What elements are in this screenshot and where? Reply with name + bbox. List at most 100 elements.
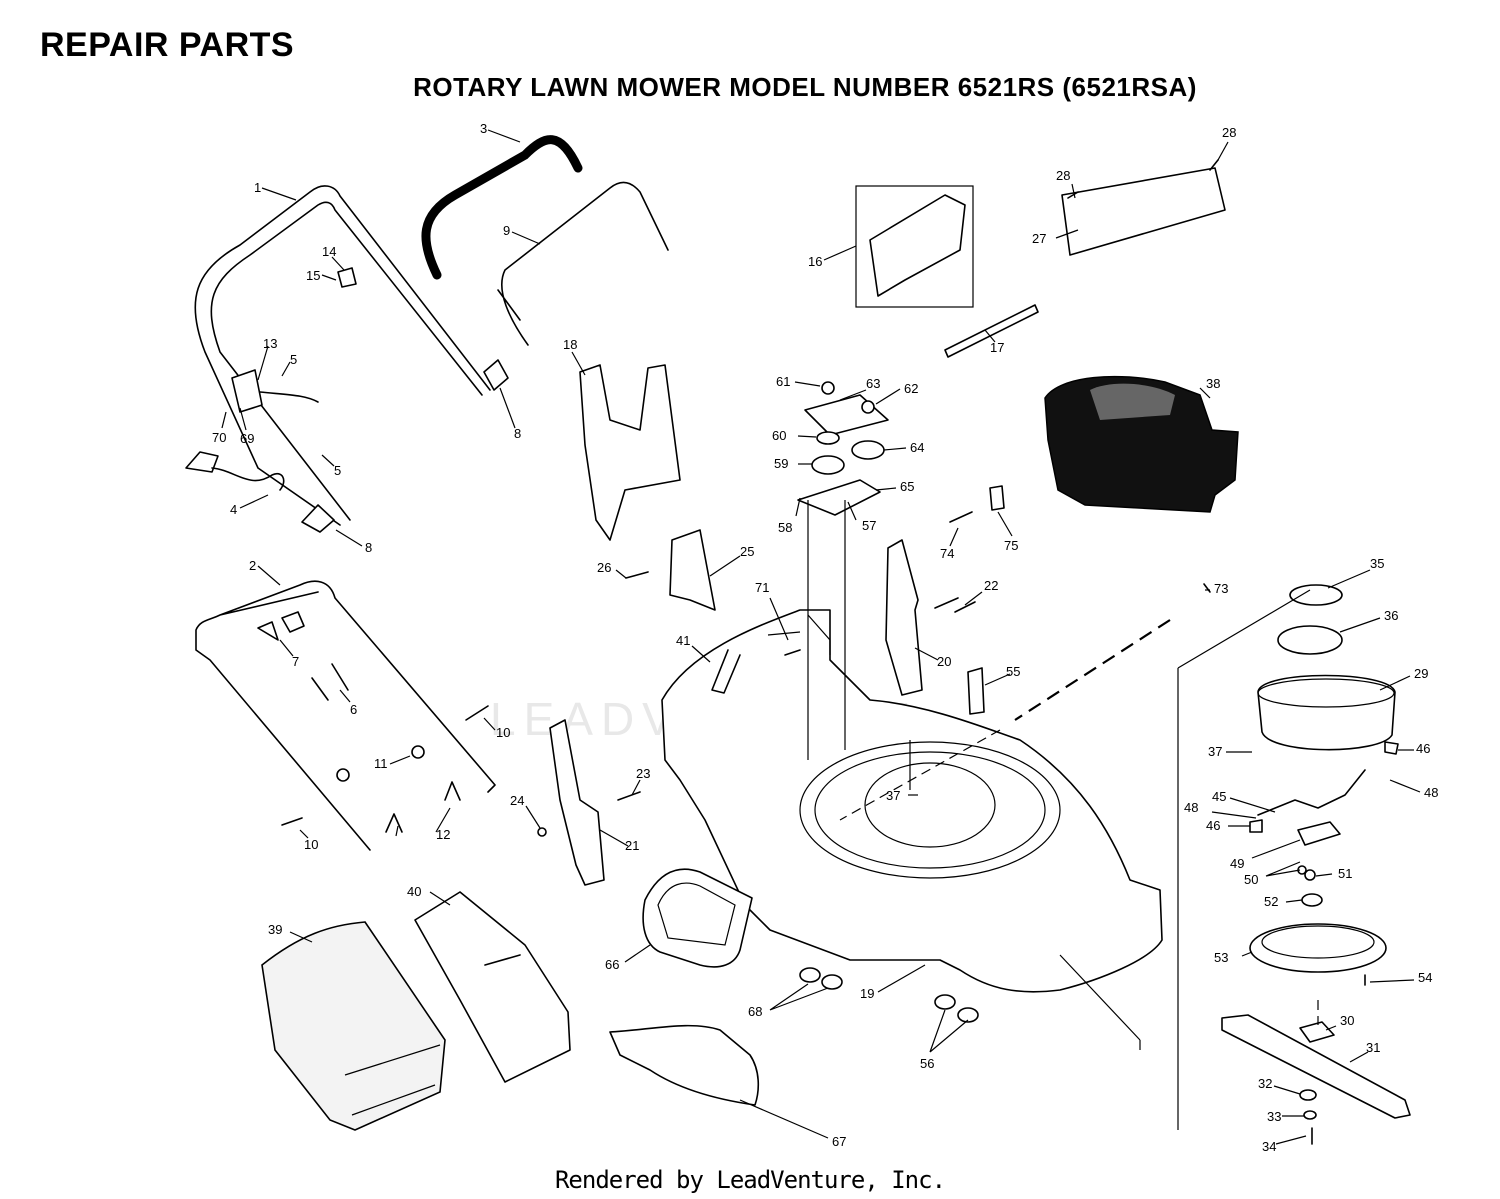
part-starter-handle[interactable] bbox=[185, 451, 219, 473]
callout-49[interactable]: 49 bbox=[1230, 856, 1244, 871]
callout-17[interactable]: 17 bbox=[990, 340, 1004, 355]
callout-75[interactable]: 75 bbox=[1004, 538, 1018, 553]
callout-9[interactable]: 9 bbox=[503, 223, 510, 238]
part-discharge-chute[interactable] bbox=[579, 364, 681, 541]
callout-4[interactable]: 4 bbox=[230, 502, 237, 517]
callout-71[interactable]: 71 bbox=[755, 580, 769, 595]
part-hex-bolt-b[interactable] bbox=[281, 817, 303, 826]
callout-5b[interactable]: 5 bbox=[334, 463, 341, 478]
callout-12[interactable]: 12 bbox=[436, 827, 450, 842]
callout-2[interactable]: 2 bbox=[249, 558, 256, 573]
part-bracket-55[interactable] bbox=[967, 667, 985, 715]
part-pulley-bracket[interactable] bbox=[804, 394, 889, 436]
part-baffle-bolt[interactable] bbox=[625, 571, 649, 579]
part-cable-tie-b[interactable] bbox=[385, 813, 403, 833]
callout-20[interactable]: 20 bbox=[937, 654, 951, 669]
part-bracket-49[interactable] bbox=[1297, 821, 1341, 846]
callout-7[interactable]: 7 bbox=[292, 654, 299, 669]
part-handle-grip[interactable] bbox=[421, 135, 583, 280]
callout-28a[interactable]: 28 bbox=[1056, 168, 1070, 183]
part-handle-knob-upper[interactable] bbox=[483, 359, 509, 391]
part-hex-nut-a[interactable] bbox=[411, 745, 425, 759]
part-rotary-blade[interactable] bbox=[1221, 1014, 1411, 1119]
callout-19[interactable]: 19 bbox=[860, 986, 874, 1001]
part-clip-46b[interactable] bbox=[1249, 819, 1263, 833]
part-handle-knob-lower[interactable] bbox=[301, 504, 335, 533]
part-mulch-plug[interactable] bbox=[642, 868, 753, 968]
callout-25[interactable]: 25 bbox=[740, 544, 754, 559]
callout-38[interactable]: 38 bbox=[1206, 376, 1220, 391]
callout-70[interactable]: 70 bbox=[212, 430, 226, 445]
part-blade-housing-29[interactable] bbox=[1257, 674, 1396, 751]
callout-8b[interactable]: 8 bbox=[365, 540, 372, 555]
callout-39[interactable]: 39 bbox=[268, 922, 282, 937]
callout-23[interactable]: 23 bbox=[636, 766, 650, 781]
part-washer-51[interactable] bbox=[1304, 869, 1316, 881]
part-lower-handle[interactable] bbox=[195, 580, 496, 851]
part-hinge-rod-deflector[interactable] bbox=[1061, 167, 1226, 256]
part-rear-door-kit[interactable] bbox=[869, 194, 966, 297]
callout-1[interactable]: 1 bbox=[254, 180, 261, 195]
part-carriage-bolt-a[interactable] bbox=[311, 677, 329, 701]
part-adjuster-nut[interactable] bbox=[537, 827, 547, 837]
callout-73[interactable]: 73 bbox=[1214, 581, 1228, 596]
part-hinge-rod[interactable] bbox=[944, 304, 1039, 358]
callout-51[interactable]: 51 bbox=[1338, 866, 1352, 881]
callout-74[interactable]: 74 bbox=[940, 546, 954, 561]
part-grass-bag[interactable] bbox=[261, 921, 446, 1131]
callout-34[interactable]: 34 bbox=[1262, 1139, 1276, 1154]
part-hex-nut-b[interactable] bbox=[336, 768, 350, 782]
part-control-bail[interactable] bbox=[497, 181, 669, 346]
callout-35[interactable]: 35 bbox=[1370, 556, 1384, 571]
part-baffle[interactable] bbox=[669, 529, 716, 611]
part-engine[interactable] bbox=[1044, 375, 1239, 513]
part-blade-disk[interactable] bbox=[1249, 923, 1387, 973]
part-carriage-bolt-b[interactable] bbox=[331, 663, 349, 691]
part-wing-knob[interactable] bbox=[257, 621, 279, 641]
callout-24[interactable]: 24 bbox=[510, 793, 524, 808]
callout-15[interactable]: 15 bbox=[306, 268, 320, 283]
callout-22[interactable]: 22 bbox=[984, 578, 998, 593]
part-height-adjuster-rear[interactable] bbox=[885, 539, 923, 696]
callout-21[interactable]: 21 bbox=[625, 838, 639, 853]
part-height-adjuster-front[interactable] bbox=[549, 719, 605, 886]
part-deck-bolt[interactable] bbox=[784, 649, 801, 656]
callout-26[interactable]: 26 bbox=[597, 560, 611, 575]
callout-48a[interactable]: 48 bbox=[1424, 785, 1438, 800]
part-clip-73[interactable] bbox=[1203, 583, 1211, 593]
part-blade-adapter[interactable] bbox=[1299, 1021, 1335, 1043]
callout-65[interactable]: 65 bbox=[900, 479, 914, 494]
callout-14[interactable]: 14 bbox=[322, 244, 336, 259]
callout-68[interactable]: 68 bbox=[748, 1004, 762, 1019]
part-pulley-small[interactable] bbox=[816, 431, 840, 445]
part-idler-arm[interactable] bbox=[797, 479, 881, 516]
callout-31[interactable]: 31 bbox=[1366, 1040, 1380, 1055]
callout-32[interactable]: 32 bbox=[1258, 1076, 1272, 1091]
part-adjuster-bolt-rear[interactable] bbox=[934, 597, 976, 613]
part-upper-handle[interactable] bbox=[194, 185, 491, 526]
callout-46b[interactable]: 46 bbox=[1206, 818, 1220, 833]
part-pulley-35[interactable] bbox=[1289, 584, 1343, 606]
part-throttle-bolt[interactable] bbox=[949, 511, 973, 523]
callout-28b[interactable]: 28 bbox=[1222, 125, 1236, 140]
part-clip-46[interactable] bbox=[1384, 741, 1399, 755]
callout-33[interactable]: 33 bbox=[1267, 1109, 1281, 1124]
callout-5a[interactable]: 5 bbox=[290, 352, 297, 367]
callout-37a[interactable]: 37 bbox=[1208, 744, 1222, 759]
callout-67[interactable]: 67 bbox=[832, 1134, 846, 1149]
callout-10b[interactable]: 10 bbox=[304, 837, 318, 852]
callout-62[interactable]: 62 bbox=[904, 381, 918, 396]
callout-54[interactable]: 54 bbox=[1418, 970, 1432, 985]
callout-66[interactable]: 66 bbox=[605, 957, 619, 972]
callout-53[interactable]: 53 bbox=[1214, 950, 1228, 965]
callout-13[interactable]: 13 bbox=[263, 336, 277, 351]
callout-10a[interactable]: 10 bbox=[496, 725, 510, 740]
part-deck-housing[interactable] bbox=[661, 609, 1163, 993]
part-bushing-rear-a[interactable] bbox=[934, 994, 956, 1010]
callout-50[interactable]: 50 bbox=[1244, 872, 1258, 887]
callout-29[interactable]: 29 bbox=[1414, 666, 1428, 681]
callout-11[interactable]: 11 bbox=[374, 756, 388, 771]
callout-8a[interactable]: 8 bbox=[514, 426, 521, 441]
part-belt-guard-36[interactable] bbox=[1277, 625, 1343, 655]
callout-6[interactable]: 6 bbox=[350, 702, 357, 717]
